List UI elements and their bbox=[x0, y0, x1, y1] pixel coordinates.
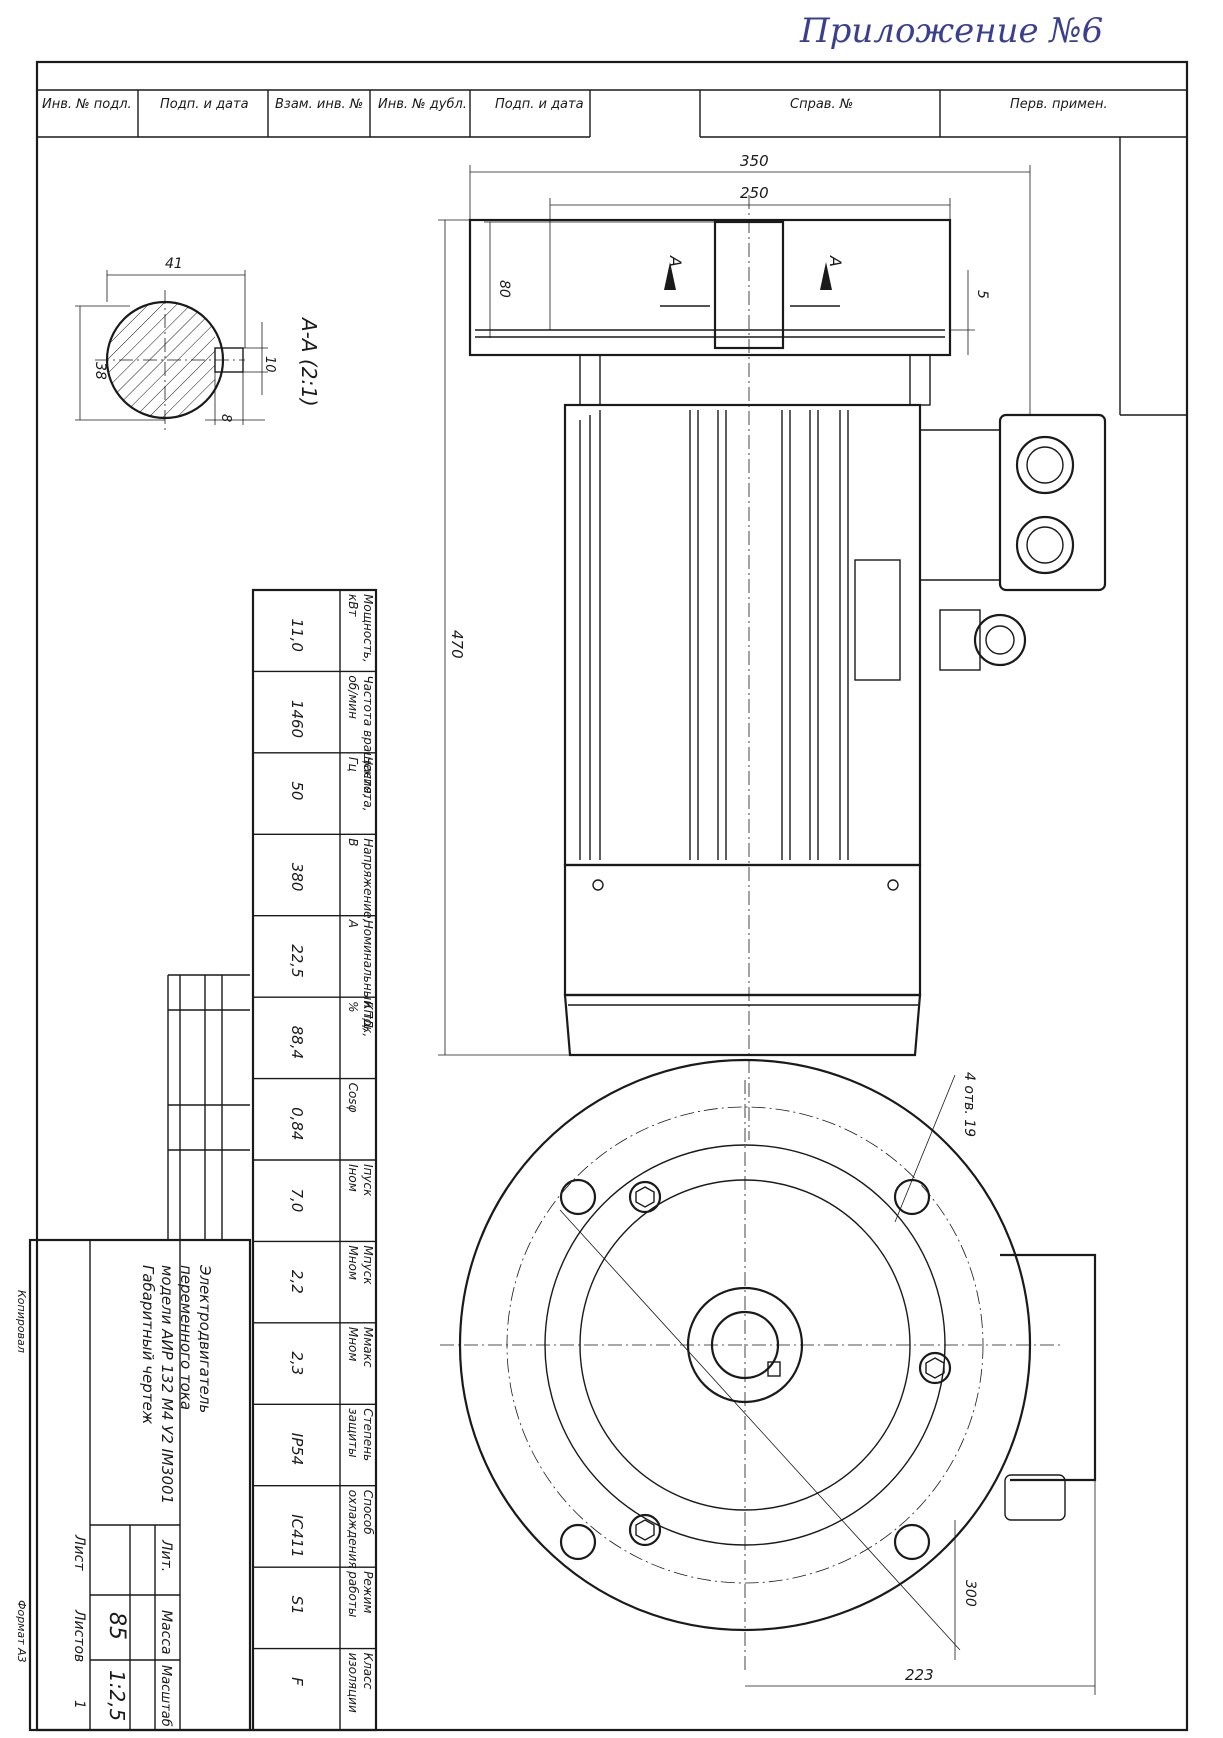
dim-300: 300 bbox=[962, 1580, 978, 1607]
section-dim-key-w: 8 bbox=[218, 414, 233, 422]
dim-5: 5 bbox=[974, 290, 990, 299]
spec-header-7-a: Iпуск bbox=[361, 1164, 375, 1197]
dim-holes: 4 отв. 19 bbox=[961, 1072, 977, 1137]
spec-value-13: F bbox=[288, 1677, 306, 1686]
title-line-1: Электродвигатель bbox=[196, 1264, 214, 1413]
spec-header-0-b: кВт bbox=[346, 594, 360, 617]
spec-header-5-a: КПД, bbox=[361, 1001, 375, 1032]
spec-header-3-a: Напряжение, bbox=[361, 838, 375, 922]
strip-cell-1: Подп. и дата bbox=[160, 97, 249, 112]
footer-right: Формат А3 bbox=[15, 1600, 28, 1663]
side-view: А А bbox=[438, 152, 1107, 1140]
flange bbox=[468, 218, 952, 357]
dim-223: 223 bbox=[905, 1666, 934, 1684]
section-arrow-left: А bbox=[666, 255, 685, 267]
spec-header-13-b: изоляции bbox=[346, 1653, 360, 1713]
terminal-box-side bbox=[1000, 1253, 1097, 1482]
scale-label: Масштаб bbox=[158, 1665, 173, 1727]
strip-cell-0: Инв. № подл. bbox=[42, 97, 132, 112]
lifting-eye bbox=[973, 613, 1027, 667]
top-strip: Инв. № подл. Подп. и дата Взам. инв. № И… bbox=[42, 97, 1108, 112]
spec-header-9-b: Мном bbox=[346, 1327, 360, 1362]
front-view: 4 отв. 19 300 223 bbox=[440, 1058, 1097, 1695]
spec-header-0-a: Мощность, bbox=[361, 594, 375, 663]
spec-header-7-b: Iном bbox=[346, 1164, 360, 1192]
title-block: Электродвигатель переменного тока модели… bbox=[15, 974, 252, 1732]
fan-cover-top bbox=[563, 863, 922, 997]
spec-header-2-b: Гц bbox=[346, 757, 360, 772]
strip-cell-2: Взам. инв. № bbox=[275, 97, 363, 112]
spec-value-8: 2,2 bbox=[288, 1270, 306, 1294]
spec-value-3: 380 bbox=[288, 863, 306, 892]
dim-80: 80 bbox=[496, 280, 512, 298]
section-title: А-А (2:1) bbox=[297, 316, 321, 407]
sheet-label: Лист bbox=[71, 1534, 87, 1571]
spec-header-2-a: Частота, bbox=[361, 757, 375, 812]
spec-value-1: 1460 bbox=[288, 700, 306, 738]
spec-header-4-a: Номинальный ток, bbox=[361, 920, 375, 1038]
sheet-frame bbox=[35, 60, 1189, 1732]
section-dim-height: 38 bbox=[92, 362, 108, 380]
title-line-3: модели АИР 132 М4 У2 IM3001 bbox=[158, 1265, 176, 1504]
motor-body bbox=[563, 403, 922, 867]
spec-value-7: 7,0 bbox=[288, 1189, 306, 1213]
spec-header-10-b: защиты bbox=[346, 1408, 360, 1457]
mass-label: Масса bbox=[158, 1610, 174, 1655]
section-aa: 41 38 10 8 А-А (2:1) bbox=[75, 256, 321, 430]
sheets-value: 1 bbox=[71, 1700, 87, 1709]
dim-250: 250 bbox=[740, 184, 769, 202]
spec-value-6: 0,84 bbox=[288, 1107, 306, 1140]
spec-value-2: 50 bbox=[288, 781, 306, 800]
spec-header-11-b: охлаждения bbox=[346, 1490, 360, 1569]
spec-header-9-a: Ммакс bbox=[361, 1327, 375, 1368]
cooling-fins bbox=[579, 410, 849, 860]
spec-header-5-b: % bbox=[346, 1001, 360, 1012]
dim-350: 350 bbox=[740, 152, 769, 170]
mass-value: 85 bbox=[104, 1612, 129, 1640]
strip-cell-3: Инв. № дубл. bbox=[378, 97, 467, 112]
spec-value-5: 88,4 bbox=[288, 1026, 306, 1059]
strip-cell-4: Подп. и дата bbox=[495, 97, 584, 112]
mount-hole bbox=[559, 1178, 597, 1216]
spec-header-8-b: Мном bbox=[346, 1245, 360, 1280]
spec-header-12-a: Режим bbox=[361, 1571, 375, 1613]
title-line-4: Габаритный чертеж bbox=[139, 1265, 157, 1425]
spec-header-1-a: Частота вращения, bbox=[361, 675, 375, 797]
footer-left: Копировал bbox=[15, 1290, 28, 1353]
scale-value: 1:2,5 bbox=[105, 1670, 129, 1721]
section-dim-width: 41 bbox=[165, 256, 183, 272]
mount-hole bbox=[559, 1523, 597, 1561]
spec-header-6-b: Cosφ bbox=[346, 1083, 360, 1113]
spec-header-1-b: об/мин bbox=[346, 675, 360, 719]
terminal-box bbox=[998, 413, 1107, 592]
spec-header-3-b: В bbox=[346, 838, 360, 846]
dim-470: 470 bbox=[448, 630, 466, 659]
spec-header-11-a: Способ bbox=[361, 1490, 375, 1536]
spec-header-4-b: А bbox=[346, 919, 360, 928]
spec-header-12-b: работы bbox=[346, 1570, 360, 1617]
strip-ref-0: Справ. № bbox=[790, 97, 853, 112]
section-arrow-right: А bbox=[826, 255, 845, 267]
spec-value-0: 11,0 bbox=[288, 619, 306, 652]
strip-ref-1: Перв. примен. bbox=[1010, 97, 1108, 112]
spec-value-10: IP54 bbox=[288, 1433, 306, 1466]
spec-value-4: 22,5 bbox=[288, 944, 306, 977]
fan-cover-bottom bbox=[563, 993, 922, 1057]
mount-hole bbox=[893, 1523, 931, 1561]
title-line-2: переменного тока bbox=[177, 1265, 195, 1410]
sheets-label: Листов bbox=[71, 1609, 87, 1662]
spec-value-11: IC411 bbox=[288, 1514, 306, 1558]
spec-header-13-a: Класс bbox=[361, 1653, 375, 1690]
handwritten-annotation: Приложение №6 bbox=[799, 11, 1103, 51]
section-dim-key-h: 10 bbox=[262, 356, 277, 373]
lit-label: Лит. bbox=[158, 1539, 174, 1572]
spec-header-10-a: Степень bbox=[361, 1408, 375, 1461]
spec-value-12: S1 bbox=[288, 1596, 306, 1615]
spec-value-9: 2,3 bbox=[288, 1351, 306, 1375]
spec-header-8-a: Мпуск bbox=[361, 1245, 375, 1285]
